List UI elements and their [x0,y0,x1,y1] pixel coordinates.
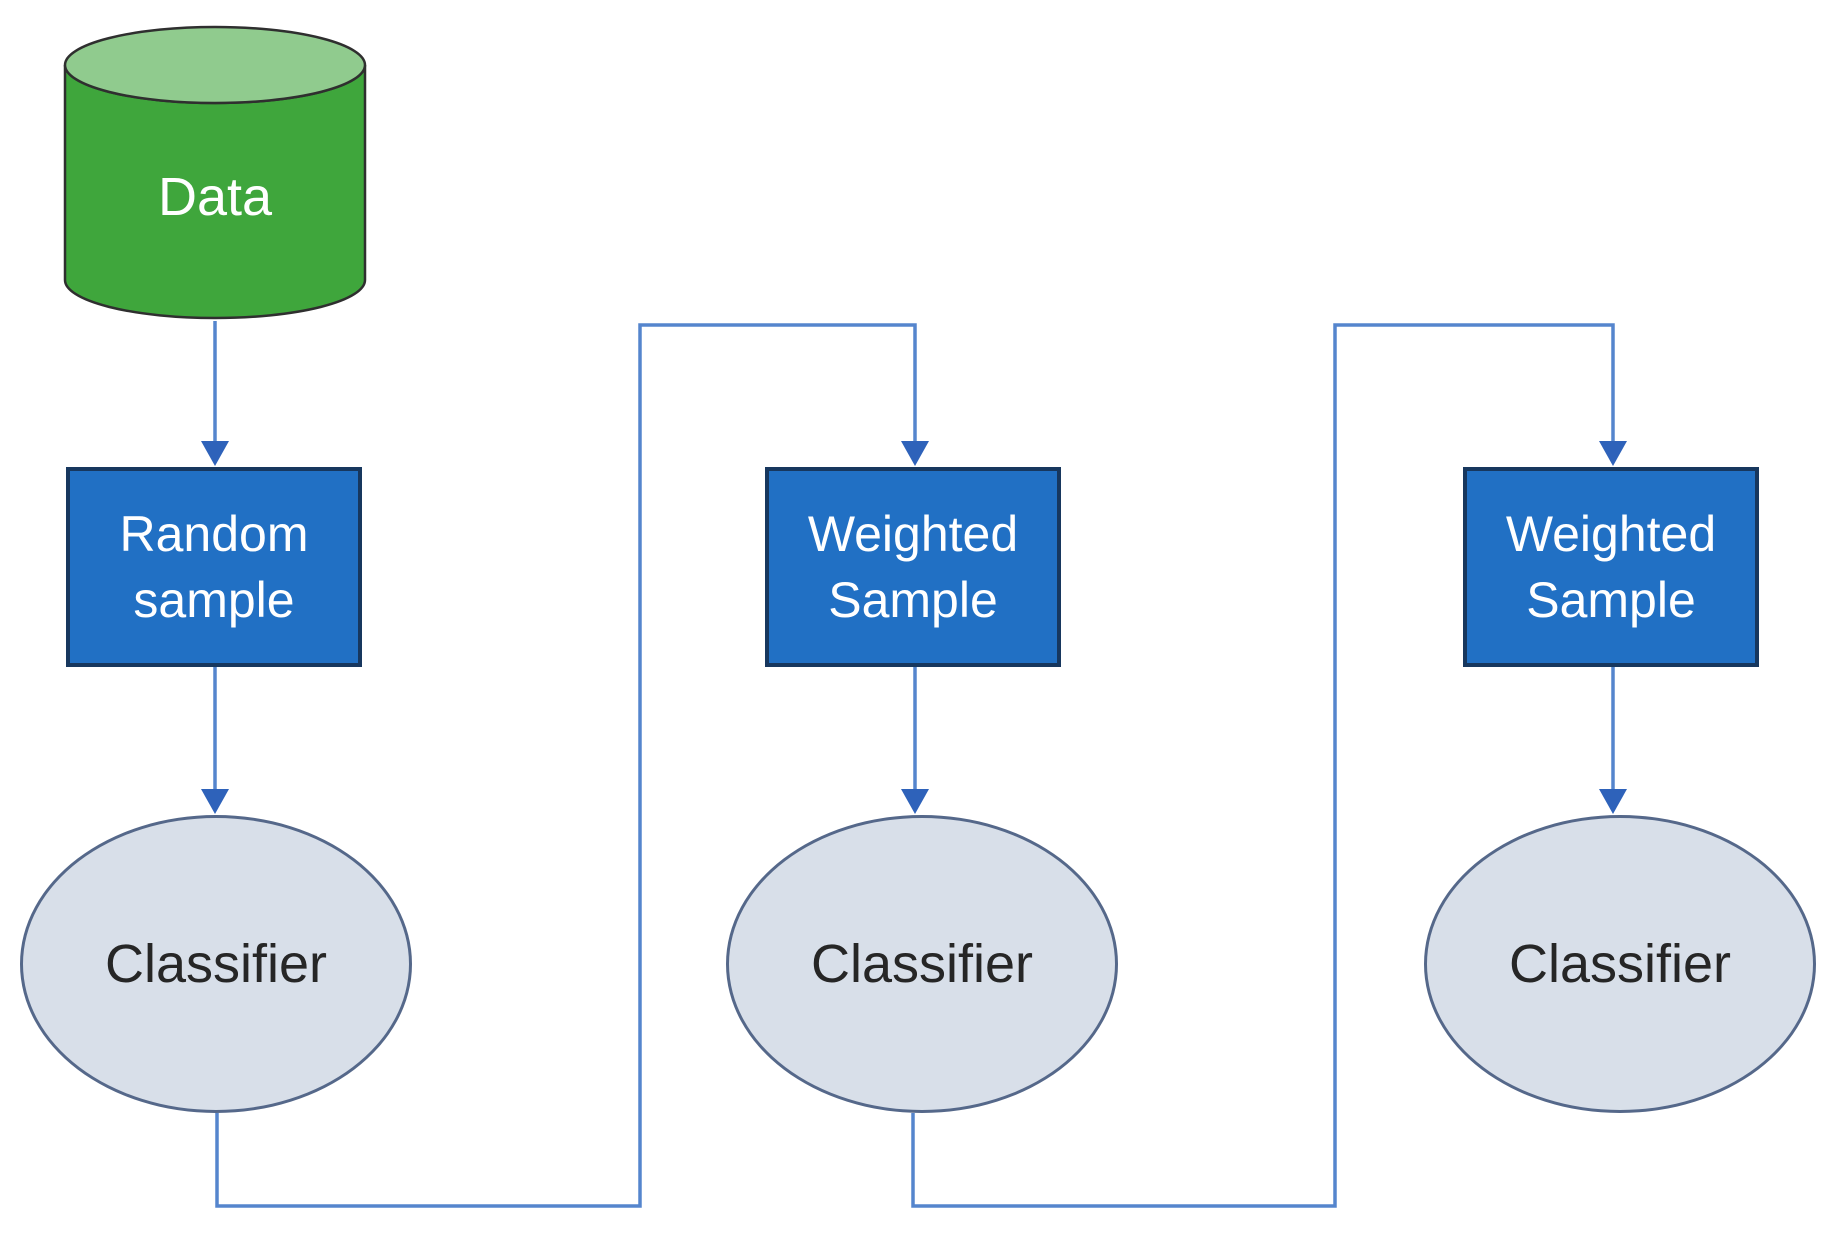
arrowhead-down-icon [1599,789,1627,814]
node-weighted-sample-3: Weighted Sample [1463,467,1759,667]
data-cylinder-label: Data [157,167,273,227]
node-weighted-sample-2: Weighted Sample [765,467,1061,667]
classifier-3-label: Classifier [1508,934,1732,994]
arrowhead-down-icon [901,789,929,814]
edge-classifier1-to-sample2 [215,323,917,1208]
arrowhead-down-icon [201,441,229,466]
edge-classifier2-to-sample3 [911,323,1615,1208]
arrowhead-down-icon [1599,441,1627,466]
node-data-cylinder [63,25,367,320]
random-sample-label: Random sample [119,506,309,628]
node-classifier-2: Classifier [726,815,1118,1113]
weighted-sample-3-label: Weighted Sample [1505,506,1717,628]
classifier-2-label: Classifier [810,934,1034,994]
arrowhead-down-icon [901,441,929,466]
node-classifier-1: Classifier [20,815,412,1113]
node-classifier-3: Classifier [1424,815,1816,1113]
cylinder-top [63,25,367,105]
weighted-sample-2-label: Weighted Sample [807,506,1019,628]
connectors [201,321,1627,1208]
node-random-sample: Random sample [66,467,362,667]
classifier-1-label: Classifier [104,934,328,994]
arrowhead-down-icon [201,789,229,814]
